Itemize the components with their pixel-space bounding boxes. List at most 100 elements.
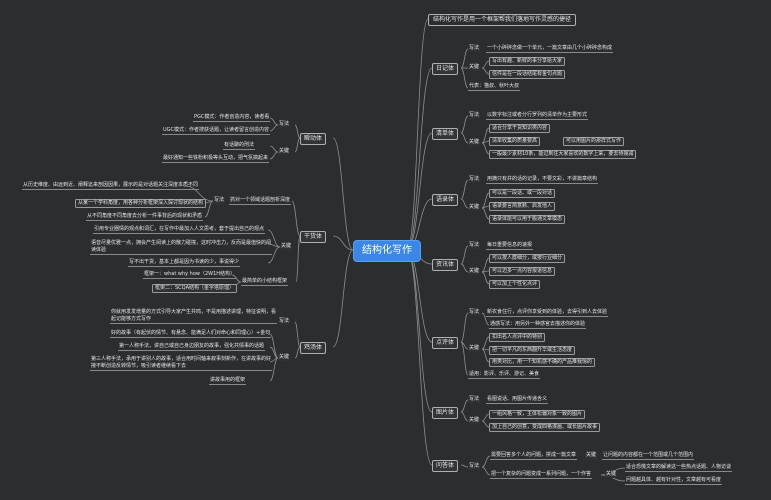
connector-curve: [481, 60, 490, 69]
quote-key-3: 语录体能可以用于搬通文章模态: [489, 215, 566, 224]
quote-method-text: 用摘只有并的话的记录，不要文彩，不讲篇章结构: [486, 176, 599, 184]
connector-curve: [332, 235, 354, 251]
story-method-label: 写法: [278, 318, 291, 325]
root-node[interactable]: 结构化写作: [353, 240, 421, 262]
connector-curve: [267, 243, 281, 248]
connector-curve: [204, 200, 214, 218]
branch-dry[interactable]: 干货体: [300, 231, 327, 243]
dry-method-c: 从不同角度不同角度去分析一件事背后的现状和矛盾: [86, 213, 204, 221]
review-key-1: 扣出名人点评中的特别: [489, 333, 546, 342]
connector-curve: [600, 474, 626, 482]
picture-key-2: 加上自己的创意，变成四格漫画、或长图片故事: [489, 423, 601, 432]
review-method-text: 新农食住行，点评你享受到的体验，去得引到人去体验: [486, 309, 609, 317]
story-method-text: 你就用发发增量的方式引导大家产生共鸣，不是用描述讲理，特征说明，看起记能够方式写…: [110, 309, 277, 324]
list-method-label: 写法: [468, 112, 481, 119]
connector-curve: [295, 235, 301, 283]
news-method-text: 每日重要信息的速报: [486, 242, 534, 250]
diary-method-label: 写法: [468, 45, 481, 52]
connector-curve: [481, 67, 490, 75]
connector-curve: [332, 137, 354, 251]
moment-key-label: 关键: [278, 148, 291, 155]
connector-curve: [406, 249, 433, 413]
connector-curve: [460, 198, 469, 209]
dry-key-1: 引用专业圈情的观点和词汇，在写作中最加入人文思考，套于提出自己的观点: [93, 226, 266, 234]
connector-curve: [481, 257, 490, 273]
story-key-1: 好的故事（有起伏的情节、有悬念、能满足人们对命心和同理心）+金句: [110, 330, 272, 338]
diary-representative: 代表：猫叔、秋叶大叔: [468, 83, 521, 91]
branch-review[interactable]: 点评体: [432, 337, 459, 349]
picture-key-1: 一组风格一致，主体松偏对象一致的图片: [489, 410, 586, 419]
news-method-label: 写法: [468, 242, 481, 249]
branch-picture[interactable]: 图片体: [432, 407, 459, 419]
picture-key-label: 关键: [468, 417, 481, 424]
qa-method-2-key-label: 关键: [605, 471, 618, 478]
qa-method-2: 把一个复杂的问题变成一系列问题，一个作答: [490, 471, 593, 479]
review-key-label: 关键: [468, 345, 481, 352]
moment-method-label: 写法: [278, 121, 291, 128]
connector-curve: [267, 246, 281, 264]
dry-key-2a: 语音尽量优雅一点，拥会产生阅读上的散力碰撞，这时冲击力，反而是最值快的阅读体验: [90, 240, 272, 255]
moment-key-1: 有话聊的刑法: [223, 142, 256, 150]
dry-key-label: 关键: [280, 243, 293, 250]
quote-method-label: 写法: [468, 176, 481, 183]
connector-curve: [481, 142, 490, 155]
connector-curve: [269, 117, 279, 126]
diary-key-label: 关键: [468, 64, 481, 71]
connector-curve: [460, 341, 469, 376]
connector-curve: [481, 466, 491, 476]
connector-curve: [269, 124, 279, 132]
connector-curve: [460, 411, 469, 422]
connector-curve: [294, 124, 301, 139]
connector-curve: [460, 115, 469, 134]
moment-key-2: 最好通知一些铁粉积极等头互动，把气氛搞起来: [162, 155, 270, 163]
review-method-label: 写法: [468, 309, 481, 316]
news-key-3: 可以加上个性化点评: [489, 280, 541, 289]
story-key-4: 讲故事用的框架: [209, 377, 247, 385]
qa-method-1-key-label: 关键: [585, 452, 598, 459]
branch-news[interactable]: 资讯体: [432, 259, 459, 271]
diary-method-text: 一个小碎碎念做一个单元，一篇文章由几个小碎碎念构成: [486, 45, 614, 53]
connector-curve: [460, 179, 469, 200]
connector-curve: [269, 346, 279, 359]
news-key-1: 可以按人群细分，或按行业细分: [489, 254, 566, 263]
moment-method-2: UGC模式：作者搜获话题，让读者留言创造内容: [162, 127, 271, 135]
list-method-text: 以数字标注或者分行罗列的清单作为主要形式: [486, 112, 589, 120]
dry-method-b: 从某一个学科角度，用各种分析框架深入探讨现状的结构: [75, 199, 207, 208]
connector-curve: [481, 207, 490, 220]
connector-curve: [332, 249, 354, 348]
qa-method-2-key-1: 适合恐慌文章的解读这一些热点话题、人物访谈: [625, 464, 733, 472]
quote-key-1: 可以是一段话、或一段对话: [489, 189, 556, 198]
connector-curve: [269, 145, 279, 153]
dry-framework-2: 框架二：SCQA结构（金字塔原理）: [152, 284, 238, 293]
top-note[interactable]: 结构化写作是用一个框架帮我们落地写作灵感的捷径: [428, 14, 577, 26]
branch-quote[interactable]: 语录体: [432, 194, 459, 206]
connector-curve: [481, 348, 490, 363]
review-applicable: 适用：影评、乐评、游记、美食: [468, 371, 541, 379]
branch-qa[interactable]: 问答体: [432, 460, 459, 472]
list-key-label: 关键: [468, 139, 481, 146]
branch-list[interactable]: 清单体: [432, 128, 459, 140]
connector-curve: [406, 18, 429, 251]
connector-curve: [460, 399, 469, 413]
quote-key-2: 语录要言简意赅、启发他人: [489, 202, 556, 211]
list-key-1: 适合分享干货知识类内容: [489, 124, 551, 133]
connector-curve: [481, 312, 490, 326]
connector-curve: [481, 413, 490, 422]
dry-simplest-label: 最简单的小结构框架: [241, 278, 289, 286]
story-key-2: 第一人称手法，讲自己或自己身边朋友的故事，强化共情事的话题: [118, 343, 266, 351]
dry-key-3: 写不出干货，基本上都是因为书读的少，事说得少: [128, 259, 241, 267]
connector-curve: [460, 48, 469, 69]
review-key-2: 把一切平凡的东西翻升华或生活态度: [489, 346, 576, 355]
moment-method-1: PGC模式：作者创造内容，读者看: [193, 114, 271, 122]
qa-method-label: 写法: [468, 463, 481, 470]
review-synesthesia: 通感写法：用另外一种感官去描述你的体验: [489, 321, 587, 329]
branch-moment[interactable]: 瞬动体: [300, 133, 327, 145]
branch-story[interactable]: 鸡汤体: [300, 342, 327, 354]
news-key-2: 可以迈多一点内容报道信息: [489, 267, 556, 276]
dry-method-a: 从历史维度、由远到近、阐释迄来剖因因果，展示的是对话题关注深度本质不同: [22, 182, 200, 190]
qa-method-1-key-1: 让问题的内容都在一个范围或几个范围内: [602, 452, 695, 460]
qa-method-2-key-2: 问题越具体、越有针对性，文章越有可看度: [625, 477, 723, 485]
branch-diary[interactable]: 日记体: [432, 63, 459, 75]
connector-curve: [460, 245, 469, 265]
